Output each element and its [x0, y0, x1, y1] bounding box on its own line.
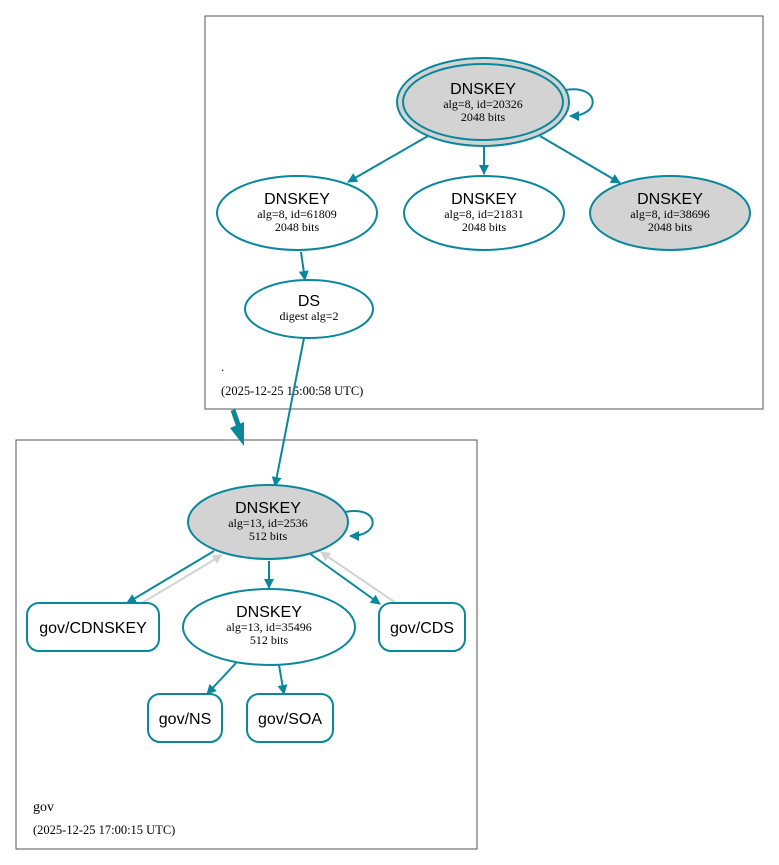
edge-ds-to-gov-ksk: [271, 337, 305, 487]
root-zsk-61809-title: DNSKEY: [264, 191, 330, 208]
gov-ksk-line2: 512 bits: [249, 529, 288, 543]
root-zsk-21831-node[interactable]: DNSKEY alg=8, id=21831 2048 bits: [403, 175, 565, 251]
root-ksk-node[interactable]: DNSKEY alg=8, id=20326 2048 bits: [396, 57, 570, 147]
root-ksk-title: DNSKEY: [450, 81, 516, 98]
gov-cdnskey-node[interactable]: gov/CDNSKEY: [26, 602, 160, 652]
edge-root-ksk-self: [564, 88, 594, 121]
edge-root-ksk-to-61809: [347, 135, 429, 183]
gov-zone-name: gov: [33, 800, 54, 815]
delegation-arrowhead: [230, 422, 244, 446]
edge-cds-to-gov-ksk: [320, 551, 397, 604]
root-zsk-38696-line1: alg=8, id=38696: [630, 207, 710, 221]
root-zone-timestamp: (2025-12-25 15:00:58 UTC): [221, 384, 363, 398]
root-zsk-21831-line1: alg=8, id=21831: [444, 207, 524, 221]
gov-ksk-line1: alg=13, id=2536: [228, 516, 308, 530]
gov-zone-timestamp: (2025-12-25 17:00:15 UTC): [33, 823, 175, 837]
root-zsk-38696-title: DNSKEY: [637, 191, 703, 208]
gov-ksk-node[interactable]: DNSKEY alg=13, id=2536 512 bits: [187, 484, 349, 560]
gov-zsk-line2: 512 bits: [250, 633, 289, 647]
root-zone-name: .: [221, 359, 224, 374]
root-ksk-line2: 2048 bits: [461, 110, 506, 124]
gov-cds-label: gov/CDS: [390, 620, 454, 637]
gov-ds-node[interactable]: DS digest alg=2: [244, 279, 374, 339]
gov-ksk-title: DNSKEY: [235, 500, 301, 517]
edge-gov-ksk-self: [344, 509, 374, 541]
root-zone-box: [204, 15, 764, 410]
gov-cdnskey-label: gov/CDNSKEY: [39, 620, 147, 637]
edge-cdnskey-to-gov-ksk: [141, 554, 223, 604]
root-zsk-61809-line2: 2048 bits: [275, 220, 320, 234]
root-zsk-38696-line2: 2048 bits: [648, 220, 693, 234]
root-zsk-61809-line1: alg=8, id=61809: [257, 207, 337, 221]
edge-gov-ksk-to-cds: [308, 552, 381, 605]
gov-zsk-line1: alg=13, id=35496: [226, 620, 312, 634]
gov-zsk-node[interactable]: DNSKEY alg=13, id=35496 512 bits: [182, 588, 356, 666]
root-zsk-61809-node[interactable]: DNSKEY alg=8, id=61809 2048 bits: [216, 175, 378, 251]
gov-soa-label: gov/SOA: [258, 711, 322, 728]
edge-61809-to-ds: [298, 251, 309, 281]
edge-zsk-to-soa: [277, 664, 288, 695]
gov-ns-node[interactable]: gov/NS: [147, 693, 223, 743]
root-zsk-38696-node[interactable]: DNSKEY alg=8, id=38696 2048 bits: [589, 175, 751, 251]
gov-soa-node[interactable]: gov/SOA: [246, 693, 334, 743]
gov-zsk-title: DNSKEY: [236, 604, 302, 621]
root-zsk-21831-title: DNSKEY: [451, 191, 517, 208]
edge-root-ksk-to-38696: [539, 135, 621, 184]
gov-cds-node[interactable]: gov/CDS: [378, 602, 466, 652]
gov-ds-line1: digest alg=2: [279, 309, 338, 323]
gov-zone-box: [15, 439, 478, 850]
root-zsk-21831-line2: 2048 bits: [462, 220, 507, 234]
edge-zsk-to-ns: [206, 662, 237, 695]
root-ksk-line1: alg=8, id=20326: [443, 97, 523, 111]
edge-gov-ksk-to-cdnskey: [126, 550, 215, 604]
gov-ns-label: gov/NS: [159, 711, 211, 728]
gov-ds-title: DS: [298, 293, 320, 310]
